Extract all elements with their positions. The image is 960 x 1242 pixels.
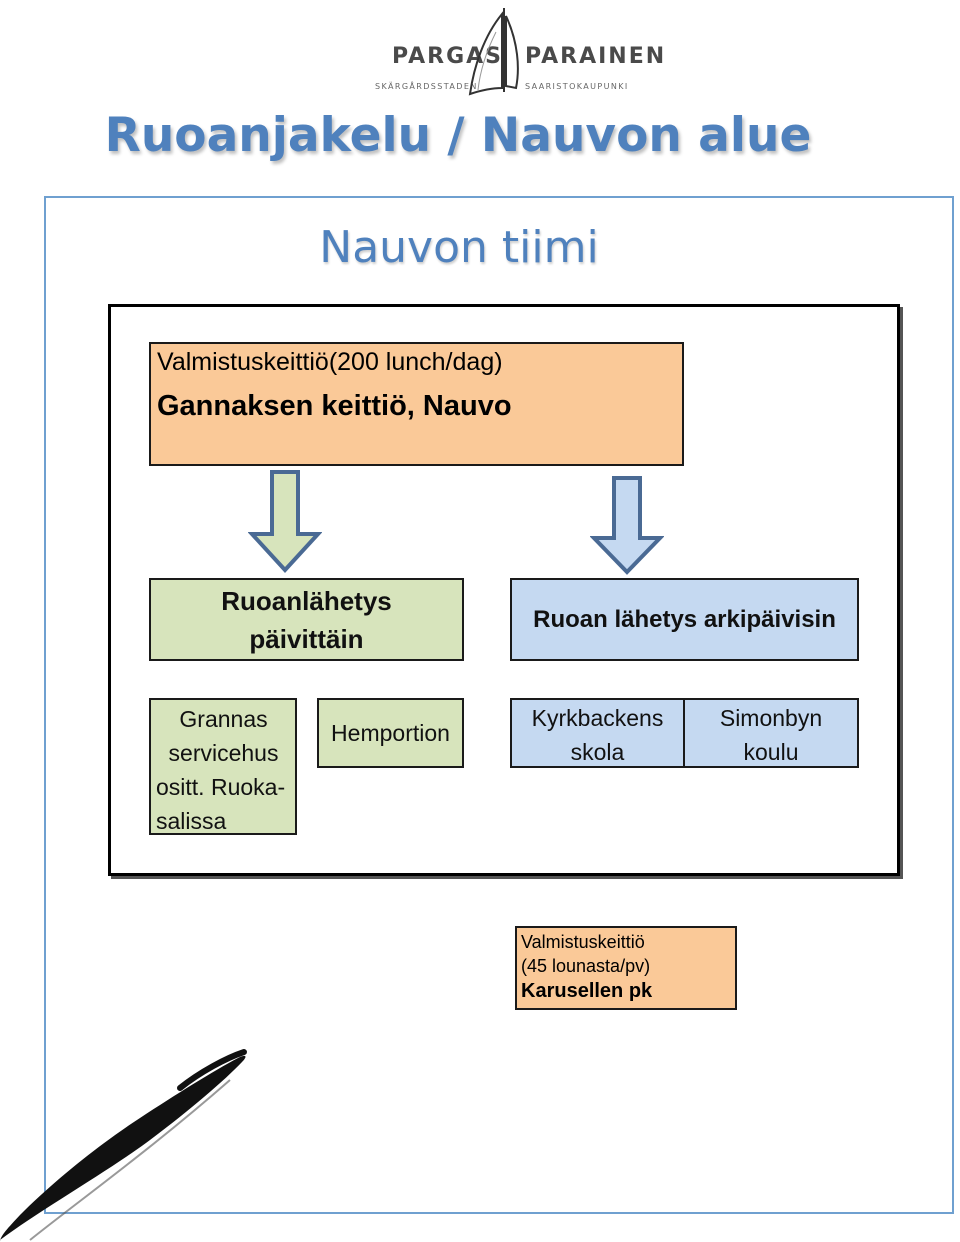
outer-frame (44, 196, 954, 1214)
team-title: Nauvon tiimi (319, 222, 599, 273)
second-kitchen-line3: Karusellen pk (521, 980, 653, 1002)
daily-delivery-box: Ruoanlähetys päivittäin (149, 578, 464, 661)
sailboat-icon (468, 8, 519, 96)
second-kitchen-line2: (45 lounasta/pv) (521, 956, 651, 976)
simonbyn-line1: Simonbyn (719, 705, 823, 731)
weekday-delivery-box: Ruoan lähetys arkipäivisin (510, 578, 859, 661)
logo-right-sub: SAARISTOKAUPUNKI (525, 82, 629, 91)
main-kitchen-line1: Valmistuskeittiö(200 lunch/dag) (157, 348, 503, 376)
simonbyn-line2: koulu (743, 739, 799, 765)
daily-delivery-label-line1: Ruoanlähetys (221, 585, 392, 616)
hemportion-box: Hemportion (317, 698, 464, 768)
second-kitchen-line1: Valmistuskeittiö (521, 932, 645, 952)
main-kitchen-line2: Gannaksen keittiö, Nauvo (157, 390, 512, 422)
kyrkbackens-line2: skola (570, 739, 625, 765)
grannas-line4: salissa (156, 808, 227, 834)
grannas-line1: Grannas (179, 706, 268, 732)
grannas-box: Grannas servicehus ositt. Ruoka- salissa (149, 698, 297, 835)
hemportion-label: Hemportion (331, 720, 450, 746)
kyrkbackens-box: Kyrkbackens skola (510, 698, 685, 768)
down-arrow-icon (248, 470, 322, 573)
page-title: Ruoanjakelu / Nauvon alue (104, 108, 812, 163)
down-arrow-icon (590, 476, 664, 575)
grannas-line3: ositt. Ruoka- (156, 774, 286, 800)
daily-delivery-label-line2: päivittäin (249, 623, 364, 654)
kyrkbackens-line1: Kyrkbackens (531, 705, 664, 731)
brush-stroke (0, 1049, 247, 1242)
second-kitchen-box (515, 926, 737, 1010)
weekday-delivery-label: Ruoan lähetys arkipäivisin (533, 605, 836, 633)
simonbyn-box: Simonbyn koulu (683, 698, 859, 768)
logo-right-name: PARAINEN (525, 44, 667, 69)
grannas-line2: servicehus (168, 740, 279, 766)
logo-left-sub: SKÄRGÅRDSSTADEN (375, 82, 478, 91)
main-kitchen-box (149, 342, 684, 466)
